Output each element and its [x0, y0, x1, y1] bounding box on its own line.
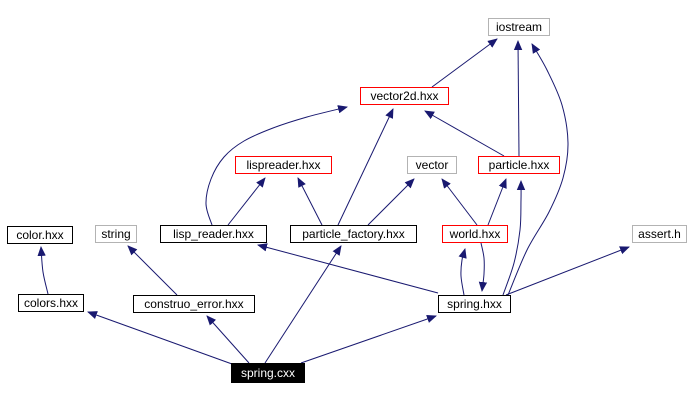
edge-spring.cxx-to-spring.hxx	[300, 314, 437, 364]
node-construo_error.hxx[interactable]: construo_error.hxx	[133, 295, 255, 313]
node-world.hxx[interactable]: world.hxx	[442, 225, 508, 243]
edge-particle_factory.hxx-to-vector	[367, 178, 415, 226]
node-spring.cxx[interactable]: spring.cxx	[231, 363, 305, 383]
edge-spring.hxx-to-iostream	[507, 43, 569, 296]
edge-spring.hxx-to-assert.h	[505, 246, 630, 296]
node-spring.hxx[interactable]: spring.hxx	[438, 295, 511, 313]
edge-world.hxx-to-spring.hxx	[478, 242, 488, 292]
edge-particle_factory.hxx-to-vector2d.hxx	[337, 108, 394, 226]
node-vector2d.hxx[interactable]: vector2d.hxx	[360, 87, 449, 105]
edge-spring.hxx-to-world.hxx	[458, 248, 467, 296]
node-colors.hxx[interactable]: colors.hxx	[18, 294, 84, 312]
edge-spring.hxx-to-particle.hxx	[502, 180, 526, 296]
node-color.hxx[interactable]: color.hxx	[7, 226, 73, 244]
edge-spring.cxx-to-particle_factory.hxx	[264, 245, 342, 364]
node-iostream[interactable]: iostream	[488, 18, 550, 36]
edge-world.hxx-to-vector	[441, 178, 478, 226]
edge-construo_error.hxx-to-string	[127, 245, 178, 296]
edge-colors.hxx-to-color.hxx	[37, 246, 49, 295]
edge-particle.hxx-to-iostream	[513, 40, 523, 157]
node-assert.h[interactable]: assert.h	[632, 225, 687, 243]
edge-particle.hxx-to-vector2d.hxx	[424, 110, 505, 157]
edge-spring.hxx-to-lisp_reader.hxx	[257, 243, 439, 294]
edge-lisp_reader.hxx-to-lispreader.hxx	[227, 177, 266, 226]
node-particle_factory.hxx[interactable]: particle_factory.hxx	[290, 225, 417, 243]
edge-spring.cxx-to-construo_error.hxx	[206, 315, 250, 364]
node-particle.hxx[interactable]: particle.hxx	[478, 156, 560, 174]
edge-lisp_reader.hxx-to-vector2d.hxx	[205, 105, 348, 226]
node-lispreader.hxx[interactable]: lispreader.hxx	[235, 156, 332, 174]
edge-vector2d.hxx-to-iostream	[431, 38, 498, 88]
node-vector[interactable]: vector	[407, 156, 457, 174]
edge-world.hxx-to-particle.hxx	[487, 178, 507, 226]
node-lisp_reader.hxx[interactable]: lisp_reader.hxx	[160, 225, 267, 243]
edge-spring.cxx-to-colors.hxx	[87, 311, 233, 365]
edge-particle_factory.hxx-to-lispreader.hxx	[297, 177, 323, 226]
node-string[interactable]: string	[95, 225, 137, 243]
